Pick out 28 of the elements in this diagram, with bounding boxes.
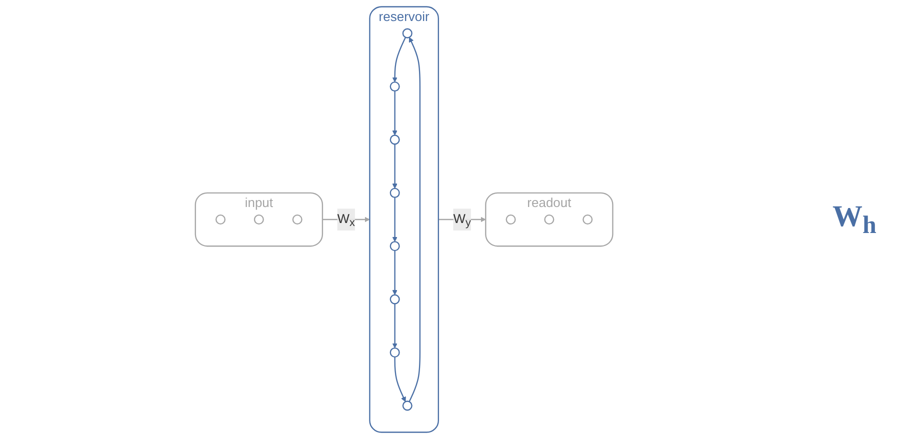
cluster: input	[195, 192, 324, 247]
node-circle	[292, 214, 303, 225]
arrow	[392, 144, 398, 189]
arrow	[409, 37, 421, 402]
node-circle	[216, 214, 226, 225]
arrow	[394, 356, 406, 402]
node-circle	[390, 347, 400, 358]
node-circle	[583, 214, 594, 225]
node-circle	[254, 214, 264, 225]
node-circle	[390, 134, 400, 145]
arrow	[392, 250, 398, 296]
edge-label: W$_{x}$	[338, 210, 356, 228]
node-circle	[390, 82, 400, 92]
node-circle	[402, 28, 413, 38]
arrow	[392, 37, 406, 82]
node-circle	[506, 214, 516, 225]
arrow	[392, 304, 398, 348]
node-circle	[390, 294, 400, 304]
cluster: reservoir	[370, 6, 440, 433]
weight-symbol: W$_{h}$	[832, 200, 876, 240]
arrow	[392, 90, 398, 136]
node-circle	[544, 214, 555, 225]
node-circle	[402, 400, 413, 411]
arrow	[392, 197, 398, 242]
node-circle	[390, 241, 400, 252]
cluster: readout	[486, 192, 614, 247]
edge-label: W$_{y}$	[454, 210, 472, 228]
node-circle	[390, 188, 400, 198]
